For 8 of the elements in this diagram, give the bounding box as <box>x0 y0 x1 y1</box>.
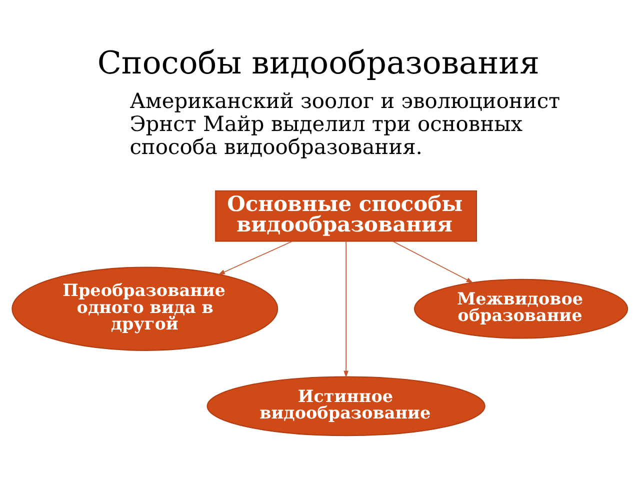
arrow <box>344 240 348 378</box>
node-box: Основные способы видообразования <box>215 190 478 242</box>
node-ellipse: Истинное видообразование <box>206 376 486 436</box>
diagram-title: Способы видообразования <box>97 46 540 82</box>
node-ellipse: Преобразование одного вида в другой <box>12 266 278 351</box>
arrow <box>392 240 474 284</box>
label: Американский зоолог и эволюционист Эрнст Майр выделил три основных способа видообразования. <box>130 89 560 160</box>
arrow <box>218 240 293 275</box>
